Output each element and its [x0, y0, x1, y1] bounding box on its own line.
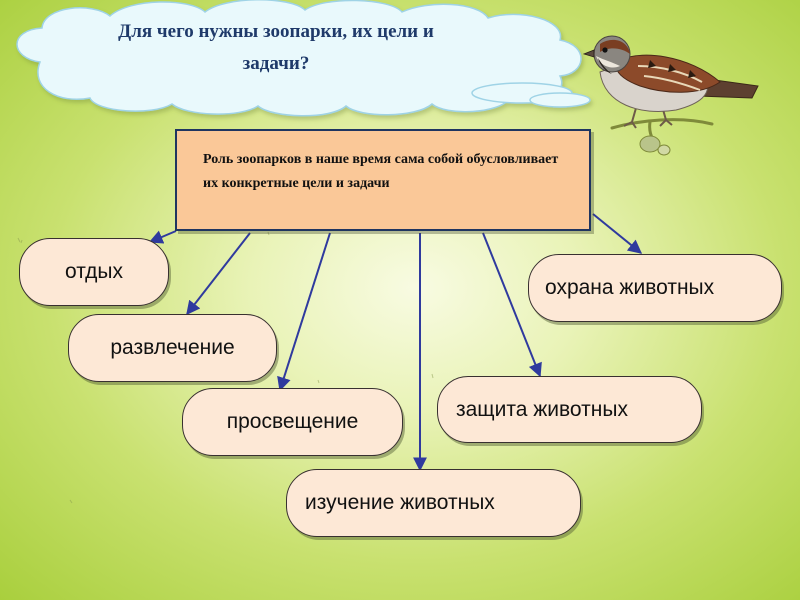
arrow-to-protection [482, 232, 542, 378]
goal-education: просвещение [182, 388, 403, 456]
slide-title: Для чего нужны зоопарки, их цели и задач… [118, 21, 434, 74]
arrow-to-education [277, 232, 331, 392]
arrow-to-rest [148, 230, 177, 244]
arrow-to-conservation [592, 213, 643, 254]
goal-study: изучение животных [286, 469, 581, 537]
goal-conservation: охрана животных [528, 254, 782, 322]
goal-rest: отдых [19, 238, 169, 306]
arrow-to-entertainment [186, 232, 251, 316]
central-role-box: Роль зоопарков в наше время сама собой о… [175, 129, 591, 231]
goal-entertainment: развлечение [68, 314, 277, 382]
goal-protection: защита животных [437, 376, 702, 443]
